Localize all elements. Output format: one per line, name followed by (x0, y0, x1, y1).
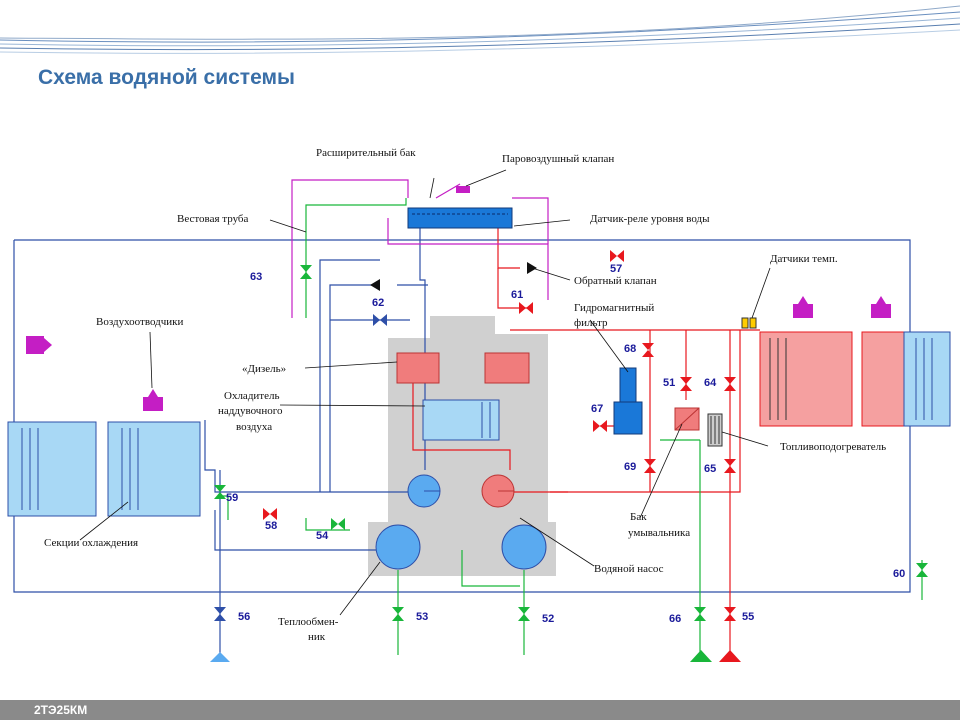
valve-64-icon (724, 377, 736, 391)
valve-number-53: 53 (416, 611, 428, 623)
valve-65-icon (724, 459, 736, 473)
valve-66-icon (694, 607, 706, 621)
label-heat-exchanger-1: Теплообмен- (278, 616, 339, 628)
label-wash-tank-2: умывальника (628, 527, 690, 539)
label-level-relay: Датчик-реле уровня воды (590, 213, 710, 225)
label-charge-cooler-3: воздуха (236, 421, 272, 433)
fuel-heater (707, 413, 723, 447)
label-charge-cooler-1: Охладитель (224, 390, 280, 402)
expansion-tank (407, 207, 513, 229)
valve-51-icon (680, 377, 692, 391)
label-charge-cooler-2: наддувочного (218, 405, 283, 417)
valve-number-64: 64 (704, 377, 717, 389)
heat-exchanger-right (501, 524, 547, 570)
air-vent-left (26, 336, 52, 354)
label-hydromag-filter-2: фильтр (574, 317, 608, 329)
cooling-section-left-1 (7, 421, 97, 517)
footer-bar: 2ТЭ25КМ (0, 700, 960, 720)
label-diesel: «Дизель» (242, 363, 286, 375)
valve-number-59: 59 (226, 492, 238, 504)
valve-60-icon (916, 563, 928, 577)
valve-63-icon (300, 265, 312, 279)
valve-number-62: 62 (372, 297, 384, 309)
cold-water-pipes (13, 218, 911, 655)
drain-outlet-56 (210, 652, 230, 662)
valve-58-icon (263, 508, 277, 520)
valve-number-67: 67 (591, 403, 603, 415)
cooling-section-left-2 (107, 421, 201, 517)
header-waves (0, 5, 960, 54)
label-heat-exchanger-2: ник (308, 631, 326, 643)
valve-number-52: 52 (542, 613, 554, 625)
valve-68-icon (642, 343, 654, 357)
valve-number-57: 57 (610, 263, 622, 275)
valve-number-58: 58 (265, 520, 277, 532)
air-vent-right-1 (793, 296, 813, 318)
drain-outlet-66 (690, 650, 712, 662)
valve-54-icon (331, 518, 345, 530)
valve-number-51: 51 (663, 377, 675, 389)
air-vent-radiator (143, 389, 163, 411)
label-air-vents: Воздухоотводчики (96, 316, 183, 328)
cooling-section-right-2 (861, 331, 951, 427)
valve-number-54: 54 (316, 530, 329, 542)
valve-number-69: 69 (624, 461, 636, 473)
footer-model-label: 2ТЭ25КМ (34, 703, 88, 717)
valve-number-66: 66 (669, 613, 681, 625)
steam-air-valve-icon (456, 186, 470, 193)
label-water-pump: Водяной насос (594, 563, 664, 575)
label-expansion-tank: Расширительный бак (316, 147, 416, 159)
valve-number-65: 65 (704, 463, 716, 475)
valve-number-60: 60 (893, 568, 905, 580)
valve-61-icon (519, 302, 533, 314)
check-valve-icon (370, 262, 537, 291)
hydromagnetic-filter (613, 367, 643, 435)
label-temp-sensors: Датчики темп. (770, 253, 838, 265)
valve-56-icon (214, 607, 226, 621)
label-vent-pipe: Вестовая труба (177, 213, 249, 225)
valve-number-56: 56 (238, 611, 250, 623)
cold-water-pump (407, 474, 441, 508)
label-steam-air-valve: Паровоздушный клапан (502, 153, 614, 165)
valve-number-63: 63 (250, 271, 262, 283)
diesel-cylinder-left (396, 352, 440, 384)
valve-number-61: 61 (511, 289, 523, 301)
cooling-section-right-1 (759, 331, 853, 427)
diesel-cylinder-right (484, 352, 530, 384)
valve-62-icon (373, 314, 387, 326)
label-check-valve: Обратный клапан (574, 275, 657, 287)
heat-exchanger-left (375, 524, 421, 570)
label-cooling-sections: Секции охлаждения (44, 537, 138, 549)
label-hydromag-filter-1: Гидромагнитный (574, 302, 654, 314)
valve-57-icon (610, 250, 624, 262)
valve-number-68: 68 (624, 343, 636, 355)
label-fuel-heater: Топливоподогреватель (780, 441, 886, 453)
leader-lines (79, 169, 771, 616)
valve-52-icon (518, 607, 530, 621)
label-wash-tank-1: Бак (630, 511, 647, 523)
slide-title: Схема водяной системы (38, 66, 295, 89)
air-vent-right-2 (871, 296, 891, 318)
temp-sensors-icon (741, 317, 757, 329)
wash-tank (674, 407, 700, 431)
valve-55-icon (724, 607, 736, 621)
valve-69-icon (644, 459, 656, 473)
valve-53-icon (392, 607, 404, 621)
drain-outlet-55 (719, 650, 741, 662)
valve-67-icon (593, 420, 607, 432)
valve-number-55: 55 (742, 611, 754, 623)
hot-water-pump (481, 474, 515, 508)
charge-air-cooler (422, 399, 500, 441)
